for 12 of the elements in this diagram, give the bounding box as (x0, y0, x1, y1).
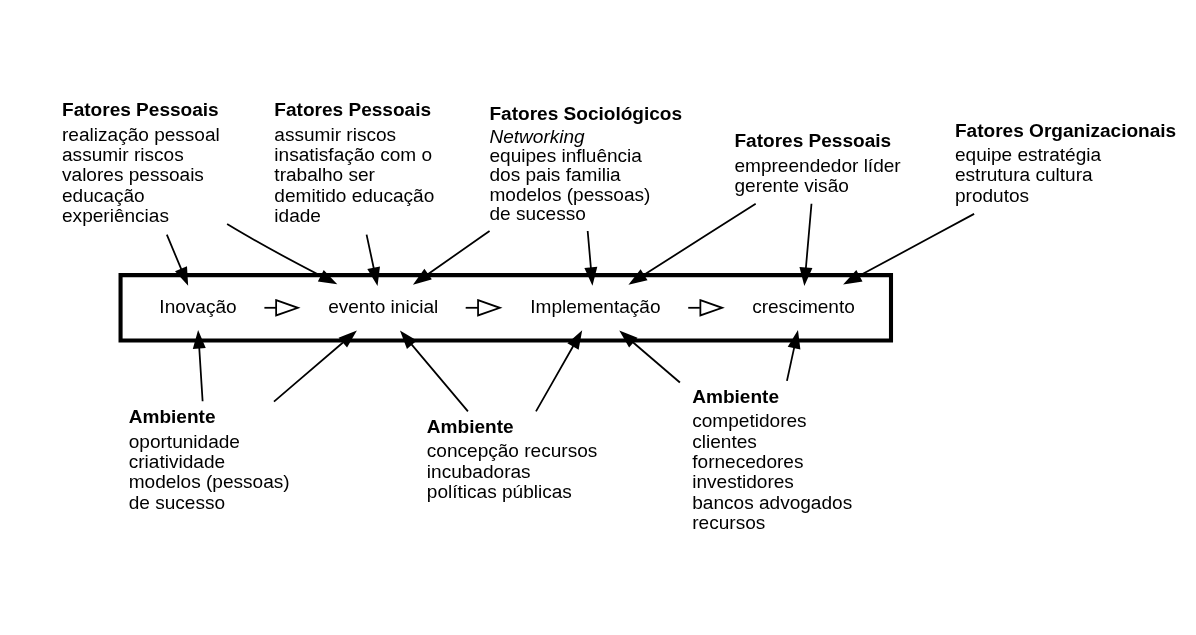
node-text: evento inicial (328, 295, 439, 317)
node-text: Implementação (530, 295, 661, 317)
node-text: Fatores Sociológicos Networking equipes influência dos pais familia modelos (pessoas) de sucesso (489, 102, 683, 224)
node-text: Ambiente oportunidade criatividade modelos (pessoas) de sucesso (128, 405, 290, 513)
node-text: Fatores Organizacionais equipe estratégia estrutura cultura produtos (954, 119, 1177, 206)
node-text: Fatores Pessoais assumir riscos insatisfação com o trabalho ser demitido educação idade (274, 98, 435, 226)
node-text: Ambiente concepção recursos incubadoras políticas públicas (426, 415, 598, 502)
node-text: Ambiente competidores clientes fornecedores investidores bancos advogados recursos (692, 385, 853, 533)
node-text: Fatores Pessoais realização pessoal assumir riscos valores pessoais educação experiências (62, 98, 220, 226)
node-text: crescimento (752, 295, 855, 317)
node-text: Fatores Pessoais empreendedor líder gerente visão (734, 129, 901, 196)
node-text: Inovação (159, 295, 237, 317)
